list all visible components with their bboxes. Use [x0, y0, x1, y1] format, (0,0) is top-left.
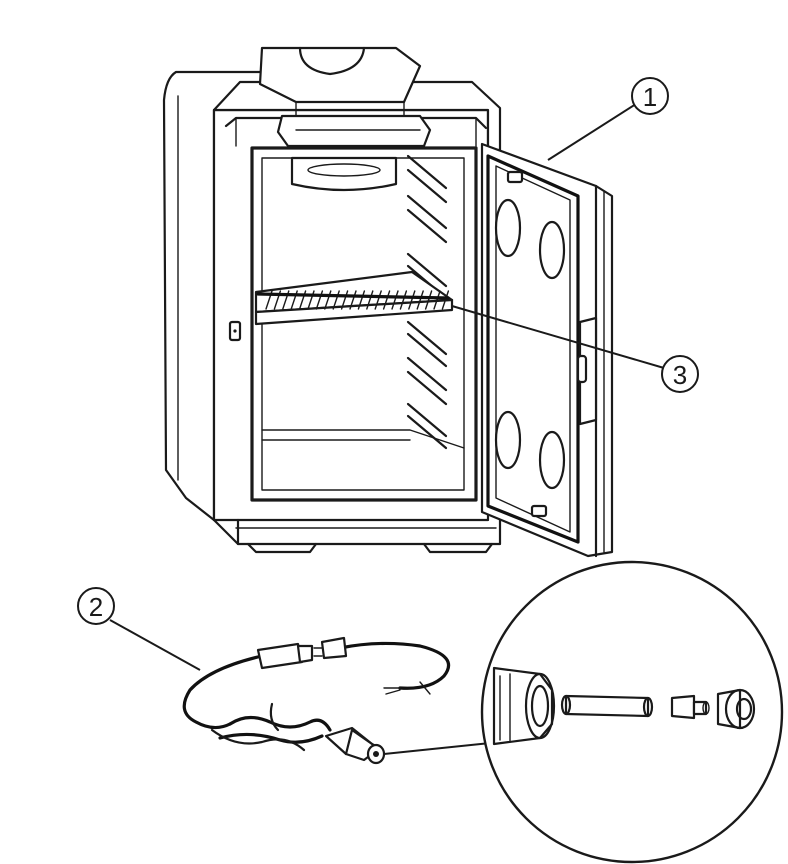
shelf-wire [357, 290, 366, 310]
shelf-wire [424, 290, 433, 310]
shelf-wire [340, 290, 349, 310]
cooler-door [480, 142, 614, 558]
callout-3: 3 [451, 305, 699, 393]
magnified-plug-detail [480, 560, 784, 864]
callout-1-label: 1 [643, 82, 657, 112]
shelf-wire [349, 290, 357, 310]
callout-2: 2 [77, 587, 201, 671]
shelf-wire [366, 290, 374, 310]
shelf-wire [441, 290, 450, 310]
shelf-wire [382, 290, 391, 310]
shelf-wire [408, 290, 416, 310]
callout-2-label: 2 [89, 592, 103, 622]
shelf-wire [391, 290, 399, 310]
power-cord [182, 636, 501, 765]
shelf-wire [433, 290, 441, 310]
shelf-wire [374, 290, 382, 310]
cooler-body [162, 46, 502, 554]
callout-3-label: 3 [673, 360, 687, 390]
callout-1: 1 [547, 77, 669, 161]
shelf-wire [399, 290, 408, 310]
shelf-wire [332, 290, 340, 310]
shelf-wire [416, 290, 424, 310]
wire-shelf [254, 270, 454, 326]
